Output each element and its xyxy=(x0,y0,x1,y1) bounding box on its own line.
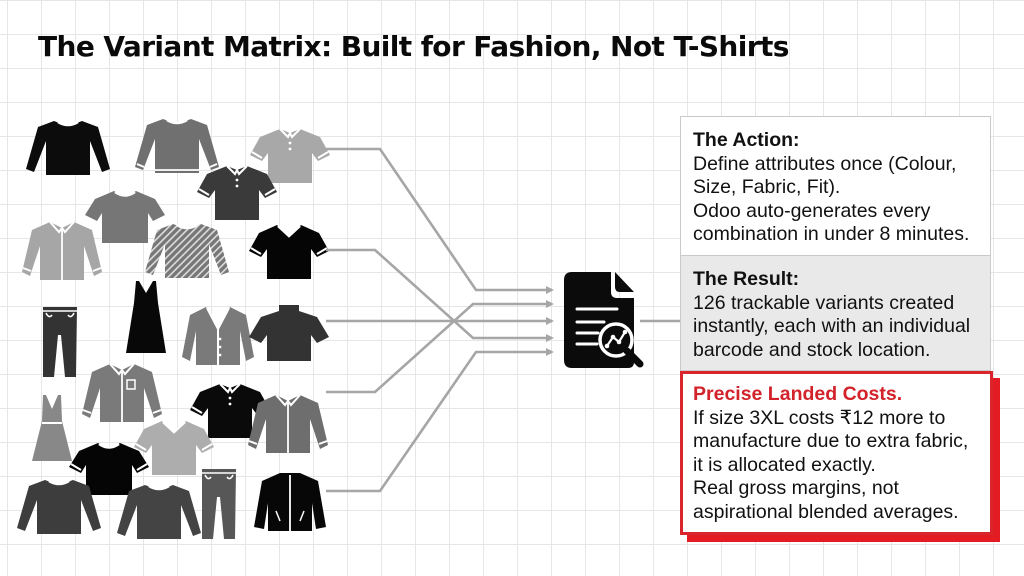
document-analytics-icon xyxy=(560,270,650,370)
connector-line xyxy=(326,348,554,493)
connector-line xyxy=(326,300,554,394)
action-line: Define attributes once (Colour, xyxy=(693,152,957,175)
result-line: 126 trackable variants created xyxy=(693,291,955,314)
landed-costs-card: Precise Landed Costs. If size 3XL costs … xyxy=(680,371,993,535)
result-card: The Result: 126 trackable variants creat… xyxy=(680,256,991,371)
costs-line: it is allocated exactly. xyxy=(693,453,876,476)
connector-line xyxy=(326,248,554,342)
costs-heading: Precise Landed Costs. xyxy=(693,383,903,405)
t-shirt-icon xyxy=(67,441,151,497)
page-title: The Variant Matrix: Built for Fashion, N… xyxy=(38,30,789,63)
garment-collection xyxy=(0,0,331,571)
action-card: The Action: Define attributes once (Colo… xyxy=(680,116,991,256)
result-line: instantly, each with an individual xyxy=(693,315,971,337)
costs-line: Real gross margins, not xyxy=(693,477,899,499)
action-line: Size, Fabric, Fit). xyxy=(693,176,841,198)
costs-line: manufacture due to extra fabric, xyxy=(693,430,969,452)
connector-line xyxy=(326,147,554,294)
sweater-icon xyxy=(133,117,221,175)
costs-line: If size 3XL costs ₹12 more to xyxy=(693,406,946,429)
result-line: barcode and stock location. xyxy=(693,338,931,361)
action-heading: The Action: xyxy=(693,129,800,151)
result-heading: The Result: xyxy=(693,268,800,290)
costs-line: aspirational blended averages. xyxy=(693,500,959,523)
action-line: combination in under 8 minutes. xyxy=(693,223,970,245)
action-line: Odoo auto-generates every xyxy=(693,199,931,222)
